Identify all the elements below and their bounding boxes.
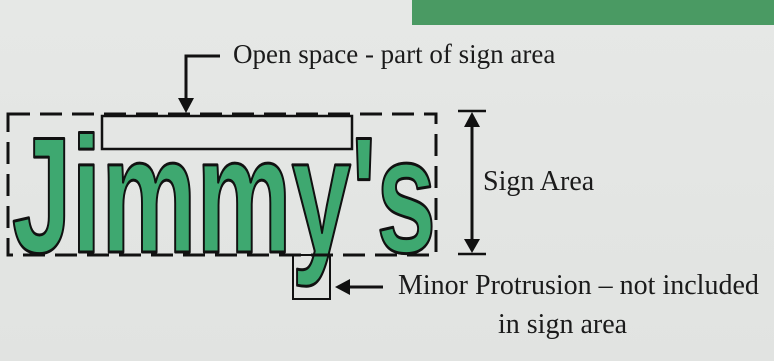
- open-space-pointer: [178, 54, 220, 113]
- minor-protrusion-pointer: [335, 279, 383, 295]
- minor-protrusion-label-line2: in sign area: [498, 309, 628, 340]
- green-header-band: [412, 0, 774, 25]
- minor-protrusion-label: Minor Protrusion – not included: [398, 270, 759, 301]
- sign-area-height-arrow: [458, 109, 486, 256]
- open-space-label: Open space - part of sign area: [233, 39, 556, 69]
- minor-protrusion-box: [292, 254, 331, 300]
- sign-area-dashed-outline: [6, 112, 438, 257]
- sign-word: Jimmy's: [12, 103, 436, 287]
- open-space-box: [100, 114, 354, 151]
- sign-area-label: Sign Area: [483, 166, 595, 197]
